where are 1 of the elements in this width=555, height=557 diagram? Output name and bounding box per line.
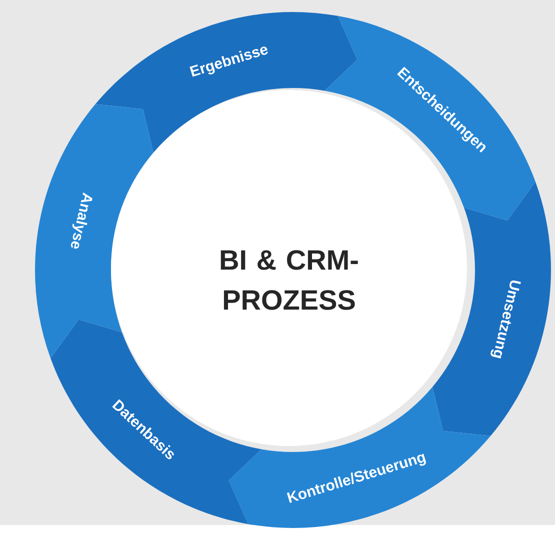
- arrow-segment: Analyse: [35, 104, 154, 358]
